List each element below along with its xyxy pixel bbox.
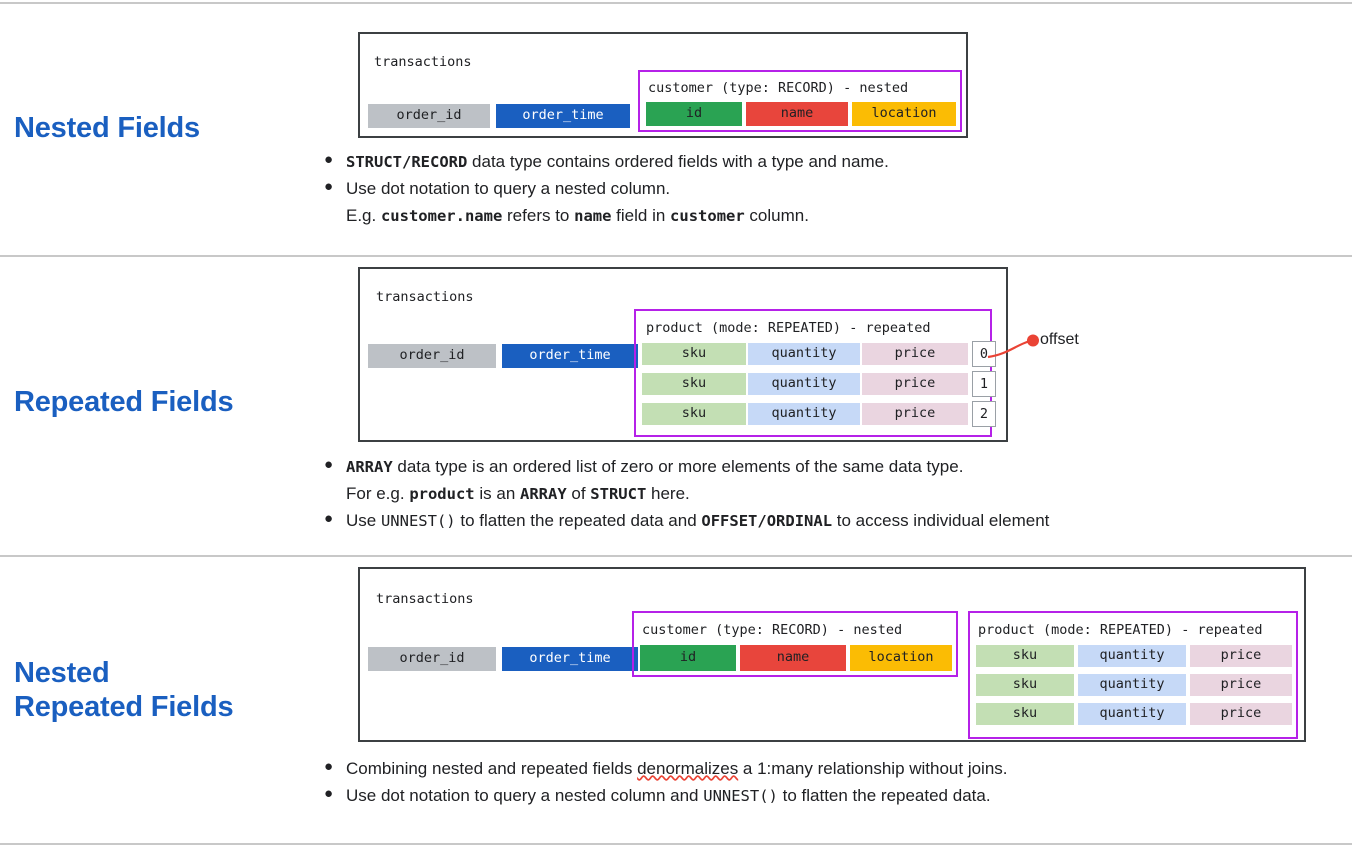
field-chip-price: price	[862, 343, 968, 365]
field-chip-id: id	[640, 645, 736, 671]
section-title-line-1: Nested	[14, 657, 110, 689]
field-chip-price: price	[1190, 703, 1292, 725]
field-chip-sku: sku	[642, 343, 746, 365]
field-chip-sku: sku	[976, 674, 1074, 696]
bullet-text: E.g. customer.name refers to name field …	[346, 206, 809, 226]
column-chip-order-id: order_id	[368, 104, 490, 128]
field-chip-sku: sku	[642, 403, 746, 425]
divider-top	[0, 2, 1352, 4]
field-chip-price: price	[1190, 674, 1292, 696]
field-chip-sku: sku	[976, 703, 1074, 725]
table-name-label: transactions	[376, 289, 474, 305]
diagram-table-repeated: transactions order_id order_time product…	[358, 267, 1008, 442]
offset-box-1: 1	[972, 371, 996, 397]
bullet-dot-icon: ●	[324, 151, 334, 168]
repeated-group-product: product (mode: REPEATED) - repeated sku …	[968, 611, 1298, 739]
column-chip-order-id: order_id	[368, 647, 496, 671]
offset-box-0: 0	[972, 341, 996, 367]
field-chip-sku: sku	[642, 373, 746, 395]
column-chip-order-time: order_time	[502, 344, 638, 368]
bullet-dot-icon: ●	[324, 758, 334, 775]
list-item: ● STRUCT/RECORD data type contains order…	[312, 148, 1332, 175]
repeated-group-label-product: product (mode: REPEATED) - repeated	[978, 622, 1263, 638]
bullet-dot-icon: ●	[324, 456, 334, 473]
field-chip-quantity: quantity	[748, 373, 860, 395]
field-chip-name: name	[746, 102, 848, 126]
offset-callout-label: offset	[1040, 331, 1079, 348]
divider-section-1-2	[0, 255, 1352, 257]
section-nested-repeated-fields: Nested Repeated Fields transactions orde…	[0, 557, 1352, 843]
record-group-customer: customer (type: RECORD) - nested id name…	[638, 70, 962, 132]
bullet-text: Use UNNEST() to flatten the repeated dat…	[346, 511, 1050, 531]
column-chip-order-id: order_id	[368, 344, 496, 368]
section-repeated-fields: Repeated Fields transactions order_id or…	[0, 257, 1352, 555]
field-chip-quantity: quantity	[1078, 674, 1186, 696]
field-chip-quantity: quantity	[748, 343, 860, 365]
divider-bottom	[0, 843, 1352, 845]
field-chip-price: price	[1190, 645, 1292, 667]
record-group-label-customer: customer (type: RECORD) - nested	[648, 80, 909, 96]
bullet-text: Use dot notation to query a nested colum…	[346, 179, 671, 199]
field-chip-quantity: quantity	[1078, 703, 1186, 725]
repeated-group-product: product (mode: REPEATED) - repeated sku …	[634, 309, 996, 437]
list-item: ● Use dot notation to query a nested col…	[312, 782, 1342, 809]
offset-box-2: 2	[972, 401, 996, 427]
field-chip-price: price	[862, 403, 968, 425]
list-item: ● ARRAY data type is an ordered list of …	[312, 453, 1342, 480]
record-group-label-customer: customer (type: RECORD) - nested	[642, 622, 903, 638]
divider-section-2-3	[0, 555, 1352, 557]
bullet-dot-icon: ●	[324, 785, 334, 803]
bullet-list-nested: ● STRUCT/RECORD data type contains order…	[312, 148, 1332, 230]
field-chip-sku: sku	[976, 645, 1074, 667]
bullet-text: Combining nested and repeated fields den…	[346, 759, 1008, 778]
field-chip-id: id	[646, 102, 742, 126]
bullet-dot-icon: ●	[324, 178, 334, 196]
column-chip-order-time: order_time	[502, 647, 638, 671]
section-title-repeated-fields: Repeated Fields	[14, 386, 234, 418]
list-item: E.g. customer.name refers to name field …	[312, 202, 1332, 229]
field-chip-location: location	[852, 102, 956, 126]
field-chip-name: name	[740, 645, 846, 671]
field-chip-quantity: quantity	[748, 403, 860, 425]
bullet-dot-icon: ●	[324, 510, 334, 528]
table-name-label: transactions	[376, 591, 474, 607]
section-nested-fields: Nested Fields transactions order_id orde…	[0, 4, 1352, 255]
field-chip-location: location	[850, 645, 952, 671]
section-title-nested-fields: Nested Fields	[14, 112, 200, 144]
bullet-text: Use dot notation to query a nested colum…	[346, 786, 991, 806]
bullet-list-repeated: ● ARRAY data type is an ordered list of …	[312, 453, 1342, 535]
bullet-text: ARRAY data type is an ordered list of ze…	[346, 457, 964, 476]
offset-callout-line	[987, 334, 1039, 359]
field-chip-quantity: quantity	[1078, 645, 1186, 667]
section-title-nested-repeated-fields: Nested Repeated Fields	[14, 657, 344, 725]
list-item: For e.g. product is an ARRAY of STRUCT h…	[312, 480, 1342, 507]
section-title-line-2: Repeated Fields	[14, 690, 234, 723]
repeated-group-label-product: product (mode: REPEATED) - repeated	[646, 320, 931, 336]
bullet-text: STRUCT/RECORD data type contains ordered…	[346, 152, 889, 171]
column-chip-order-time: order_time	[496, 104, 630, 128]
table-name-label: transactions	[374, 54, 472, 70]
list-item: ● Use UNNEST() to flatten the repeated d…	[312, 507, 1342, 534]
bullet-list-nested-repeated: ● Combining nested and repeated fields d…	[312, 755, 1342, 809]
bullet-text: For e.g. product is an ARRAY of STRUCT h…	[346, 484, 690, 504]
diagram-table-nested: transactions order_id order_time custome…	[358, 32, 968, 138]
diagram-table-nested-repeated: transactions order_id order_time custome…	[358, 567, 1306, 742]
field-chip-price: price	[862, 373, 968, 395]
record-group-customer: customer (type: RECORD) - nested id name…	[632, 611, 958, 677]
list-item: ● Combining nested and repeated fields d…	[312, 755, 1342, 782]
list-item: ● Use dot notation to query a nested col…	[312, 175, 1332, 202]
